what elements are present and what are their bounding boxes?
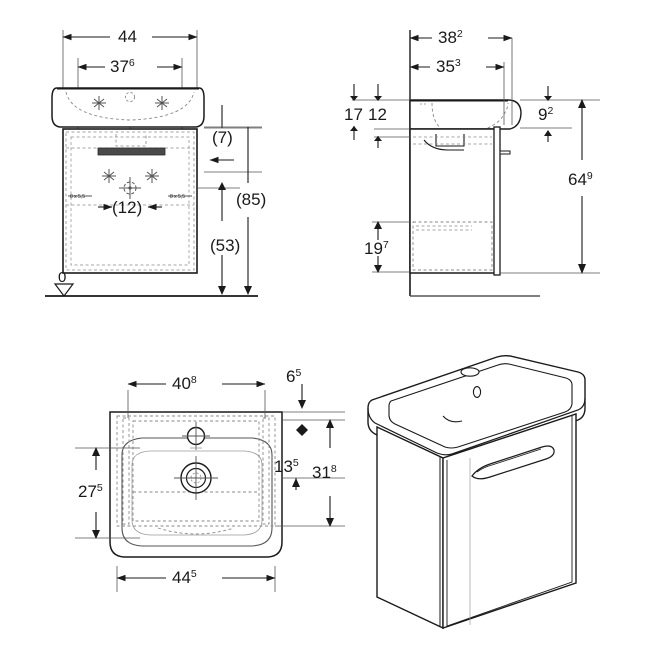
front-dim-7: (7) bbox=[204, 105, 262, 173]
side-dim-12: 12 bbox=[368, 84, 387, 148]
plan-view: 408 445 65 275 bbox=[75, 367, 345, 592]
plan-dim-135-label: 135 bbox=[274, 457, 299, 476]
plan-dim-318: 318 bbox=[312, 419, 337, 527]
front-dim-12-label: (12) bbox=[112, 198, 142, 217]
perspective-cabinet bbox=[376, 413, 577, 630]
plan-dim-65-label: 65 bbox=[286, 367, 301, 386]
side-elevation-view: 382 353 17 12 bbox=[344, 26, 600, 297]
svg-text:8 x 5,5: 8 x 5,5 bbox=[70, 194, 85, 200]
side-dim-353: 353 bbox=[409, 55, 505, 76]
front-dim-376-label: 376 bbox=[110, 57, 135, 76]
svg-text:8 x 5,5: 8 x 5,5 bbox=[170, 194, 185, 200]
front-fixing-annotations: 8 x 5,5 8 x 5,5 bbox=[70, 194, 185, 200]
plan-dim-445: 445 bbox=[116, 566, 276, 587]
side-dim-649-label: 649 bbox=[568, 170, 593, 189]
plan-dim-408: 408 bbox=[127, 372, 266, 393]
front-datum-label: 0 bbox=[58, 269, 66, 286]
side-dim-382-label: 382 bbox=[438, 28, 463, 47]
side-dim-17: 17 bbox=[344, 84, 363, 140]
side-dim-649: 649 bbox=[568, 99, 593, 274]
front-dim-7-label: (7) bbox=[212, 128, 233, 147]
plan-drain-outlet bbox=[174, 456, 218, 500]
front-elevation-view: 8 x 5,5 8 x 5,5 0 44 376 (12) bbox=[45, 25, 266, 297]
plan-dim-135: 135 bbox=[274, 457, 300, 490]
front-basin bbox=[51, 87, 205, 128]
perspective-view bbox=[367, 354, 586, 630]
perspective-basin bbox=[367, 354, 586, 466]
perspective-door-handle bbox=[471, 445, 555, 480]
plan-dim-408-label: 408 bbox=[172, 374, 197, 393]
plan-dim-65: 65 bbox=[286, 367, 308, 436]
front-dim-12: (12) bbox=[98, 198, 162, 217]
side-dim-382: 382 bbox=[409, 26, 513, 47]
side-dim-197: 197 bbox=[364, 221, 389, 273]
side-dim-92-label: 92 bbox=[538, 105, 553, 124]
plan-tap-hole bbox=[182, 422, 210, 450]
plan-dim-318-label: 318 bbox=[312, 463, 337, 482]
front-dim-376: 376 bbox=[77, 55, 183, 76]
side-cabinet-body bbox=[409, 126, 511, 276]
side-dim-353-label: 353 bbox=[436, 57, 461, 76]
front-datum-marker: 0 bbox=[53, 269, 75, 297]
side-dim-92: 92 bbox=[538, 86, 553, 142]
front-dim-44-label: 44 bbox=[118, 27, 137, 46]
front-dim-85: (85) bbox=[204, 126, 266, 295]
front-dim-53: (53) bbox=[197, 182, 240, 295]
side-dim-197-label: 197 bbox=[364, 239, 389, 258]
plan-dim-275-label: 275 bbox=[78, 482, 103, 501]
front-cabinet-fixing-marks bbox=[68, 169, 192, 199]
plan-dim-275: 275 bbox=[78, 447, 103, 539]
side-dim-12-label: 12 bbox=[368, 105, 387, 124]
plan-dim-445-label: 445 bbox=[172, 568, 197, 587]
front-dim-53-label: (53) bbox=[210, 236, 240, 255]
front-dim-85-label: (85) bbox=[236, 190, 266, 209]
front-cabinet-body bbox=[62, 128, 198, 274]
side-dim-17-label: 17 bbox=[344, 105, 363, 124]
front-basin-fixing-marks bbox=[92, 96, 169, 110]
front-dim-44: 44 bbox=[62, 25, 198, 46]
